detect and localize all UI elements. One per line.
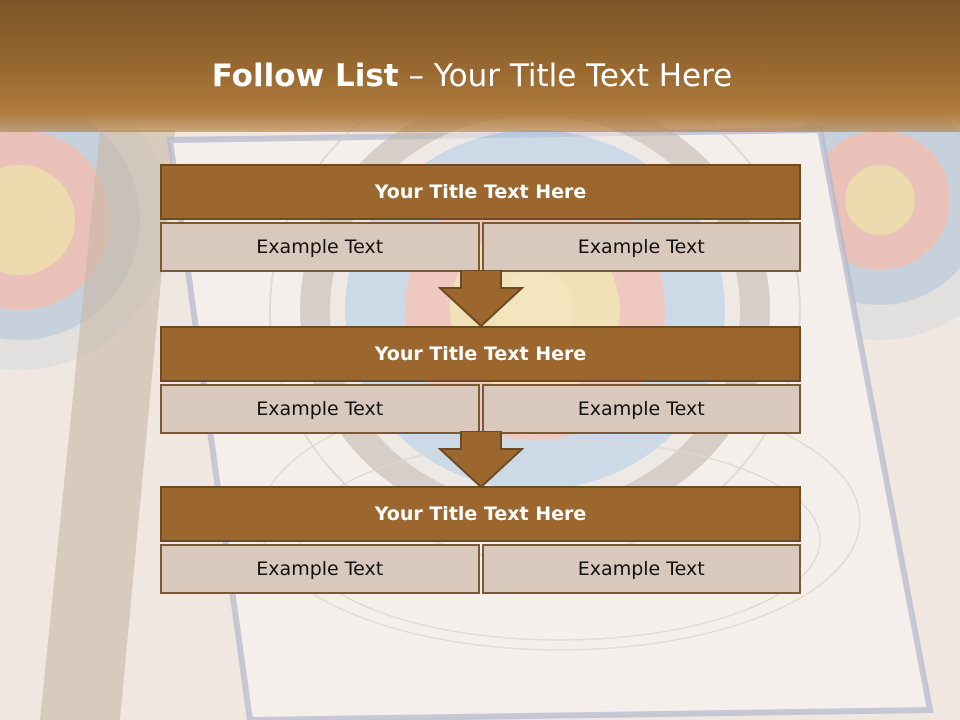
block-row: Example Text Example Text [160, 222, 801, 272]
down-arrow-icon [438, 270, 524, 328]
slide-title: Follow List – Your Title Text Here [0, 52, 944, 100]
title-bold: Follow List [211, 58, 399, 94]
cell-left: Example Text [160, 222, 480, 272]
block-row: Example Text Example Text [160, 384, 801, 434]
cell-left: Example Text [160, 544, 480, 594]
list-block-2: Your Title Text Here Example Text Exampl… [160, 326, 801, 434]
cell-right: Example Text [481, 544, 801, 594]
block-title: Your Title Text Here [160, 326, 801, 382]
cell-right: Example Text [481, 384, 801, 434]
cell-left: Example Text [160, 384, 480, 434]
title-rest: – Your Title Text Here [408, 58, 733, 94]
down-arrow-icon [438, 431, 524, 489]
list-block-1: Your Title Text Here Example Text Exampl… [160, 164, 801, 272]
block-row: Example Text Example Text [160, 544, 801, 594]
header-bar [0, 0, 960, 132]
cell-right: Example Text [481, 222, 801, 272]
list-block-3: Your Title Text Here Example Text Exampl… [160, 486, 801, 594]
block-title: Your Title Text Here [160, 164, 801, 220]
block-title: Your Title Text Here [160, 486, 801, 542]
